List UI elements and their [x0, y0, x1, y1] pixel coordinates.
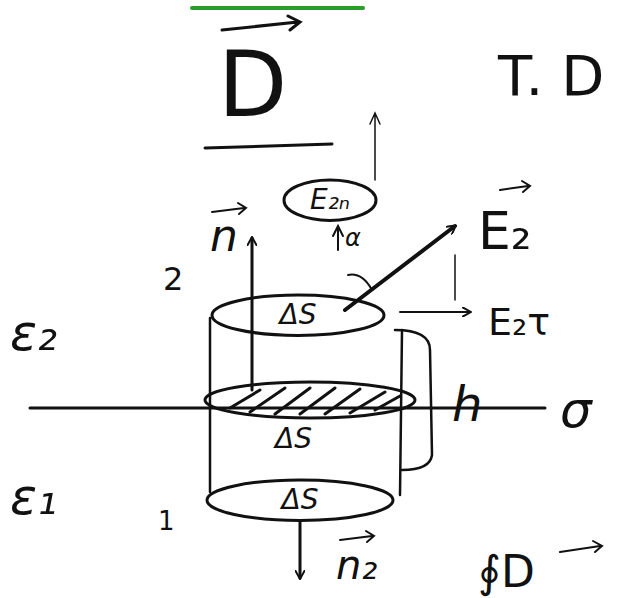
- angle-arc: [348, 275, 372, 290]
- tangential-symbol: E₂τ: [488, 303, 550, 341]
- ellipse-shape: [212, 295, 384, 335]
- area-symbol: ΔS: [275, 425, 312, 453]
- angle-arrow: [333, 226, 343, 250]
- vector-arrow: [560, 541, 602, 552]
- normal-vector: [299, 522, 302, 578]
- cylinder-side: [209, 318, 212, 492]
- vector-arrow: [500, 181, 530, 192]
- ellipse-shape: [207, 480, 393, 520]
- node-text: ΔS: [282, 486, 319, 514]
- tangential-arrow: [400, 311, 470, 313]
- charge-density-symbol: σ: [560, 385, 592, 435]
- cylinder-side: [400, 330, 402, 495]
- vector-symbol: D: [218, 40, 287, 130]
- underline: [205, 144, 332, 148]
- vector-arrow: [340, 531, 374, 542]
- projection-line: [454, 255, 456, 300]
- green-stroke: [192, 6, 363, 10]
- hatching: [230, 388, 400, 414]
- ellipse-shape: [284, 180, 376, 220]
- field-vector: [345, 226, 455, 310]
- angle-symbol: α: [345, 226, 361, 250]
- medium-number: 1: [158, 508, 175, 534]
- node-text: E₂ₙ: [310, 186, 350, 214]
- normal-line: [370, 113, 380, 180]
- integral-symbol: ∮D: [478, 550, 535, 594]
- field-symbol: E₂: [478, 205, 532, 257]
- permittivity-symbol: ε₂: [10, 308, 57, 358]
- vector-arrow: [222, 16, 300, 30]
- permittivity-symbol: ε₁: [10, 472, 57, 522]
- height-symbol: h: [452, 380, 482, 428]
- normal-vector: [251, 238, 254, 390]
- node-text: ΔS: [280, 301, 317, 329]
- normal-symbol: n: [210, 214, 238, 258]
- medium-number: 2: [163, 263, 183, 295]
- pillbox-bottom: ΔS: [205, 478, 395, 522]
- vector-arrow: [212, 203, 246, 214]
- pillbox-top: ΔS: [210, 293, 386, 337]
- circled-quantity: E₂ₙ: [282, 178, 378, 222]
- normal-symbol: n₂: [336, 545, 377, 585]
- heading-fragment: T. D: [498, 48, 604, 104]
- interface-ellipse: [205, 382, 415, 418]
